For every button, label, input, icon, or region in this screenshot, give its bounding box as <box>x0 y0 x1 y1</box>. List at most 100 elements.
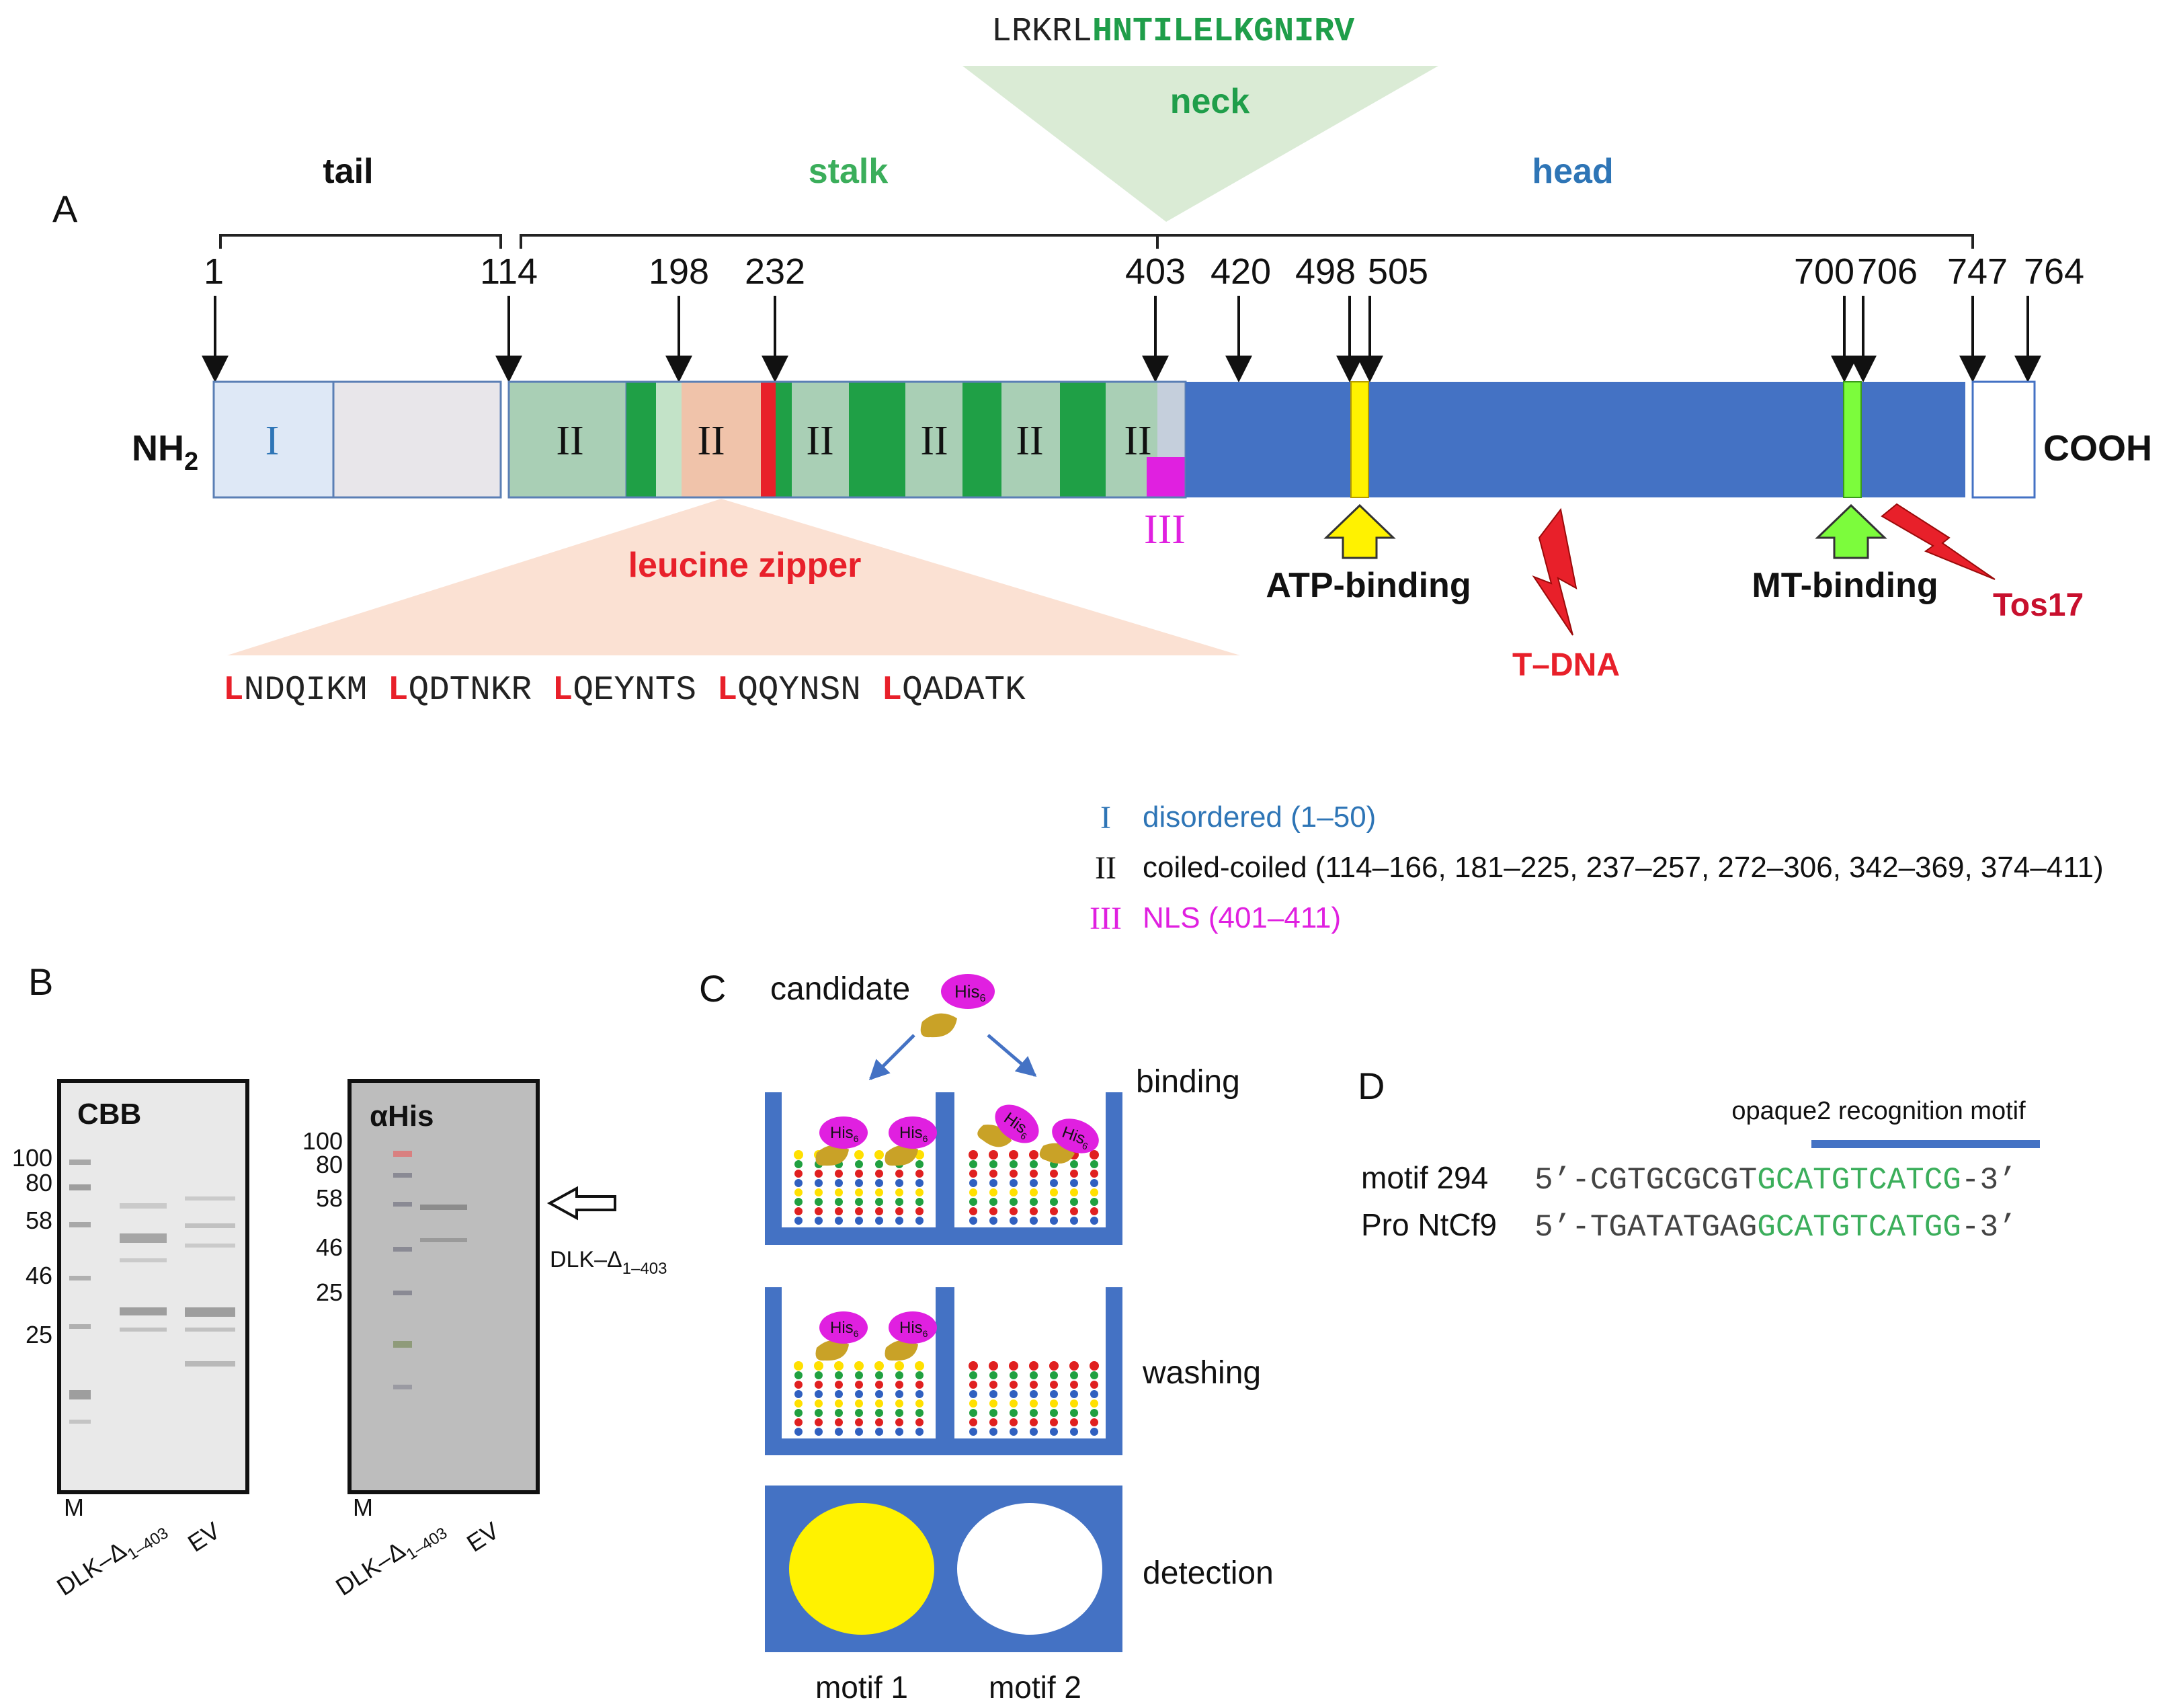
dna-base <box>855 1179 863 1187</box>
dna-base <box>1030 1179 1038 1187</box>
mt-label: MT-binding <box>1752 566 1938 605</box>
row-suffix: -3’ <box>1961 1210 2017 1245</box>
dna-base <box>895 1188 903 1196</box>
dna-base <box>855 1409 863 1417</box>
segment-stalk-dark-2 <box>776 382 792 497</box>
dna-base <box>815 1418 823 1426</box>
dna-base <box>815 1170 823 1178</box>
cbb-lane-dlk: DLK–Δ1–403 <box>52 1512 171 1606</box>
dna-base <box>969 1179 977 1187</box>
lz-rest-5: QADATK <box>902 672 1026 710</box>
dna-base <box>815 1188 823 1196</box>
his-marker-band <box>393 1385 412 1389</box>
legend-item-nls: III NLS (401–411) <box>1090 901 1341 936</box>
region-brackets <box>219 234 1974 249</box>
head-bracket <box>1157 234 1974 249</box>
dna-strand <box>814 1361 823 1436</box>
dna-base <box>1030 1418 1038 1426</box>
row-sequence: 5’-TGATATGAGGCATGTCATGG-3’ <box>1534 1210 2017 1245</box>
his-protein-icon: His6 <box>1039 1119 1099 1164</box>
dna-base <box>1070 1409 1078 1417</box>
dna-base <box>794 1418 803 1426</box>
dna-base <box>1070 1160 1078 1168</box>
dna-base <box>989 1399 997 1408</box>
pos-403: 403 <box>1125 251 1186 292</box>
dna-strand <box>874 1150 884 1225</box>
legend-text-III: NLS (401–411) <box>1143 901 1341 934</box>
motif1-label: motif 1 <box>815 1670 908 1705</box>
dna-strand <box>915 1361 924 1436</box>
dna-base <box>1090 1170 1098 1178</box>
numeral-III: III <box>1144 507 1186 553</box>
dna-base <box>1010 1399 1018 1408</box>
legend-item-coiled-coil: II coiled-coiled (114–166, 181–225, 237–… <box>1095 850 2104 886</box>
dna-base <box>854 1150 864 1160</box>
pos-1: 1 <box>204 251 224 292</box>
dna-base <box>915 1217 924 1225</box>
dna-base <box>875 1207 883 1215</box>
mt-binding-marker: MT-binding <box>1752 503 1938 605</box>
tos17-marker: Tos17 <box>1881 503 2084 623</box>
dna-base <box>835 1371 843 1379</box>
dna-base <box>815 1217 823 1225</box>
dna-base <box>989 1188 997 1196</box>
his-lane-dlk-sub: 1–403 <box>403 1524 451 1563</box>
lz-rest-1: NDQIKM <box>244 672 368 710</box>
split-arrow-left <box>868 1034 915 1081</box>
dna-base <box>1090 1198 1098 1206</box>
detection-well-motif2 <box>957 1503 1102 1635</box>
dna-base <box>855 1428 863 1436</box>
dna-base <box>969 1150 978 1160</box>
dna-base <box>915 1371 924 1379</box>
dna-base <box>915 1361 924 1371</box>
dna-base <box>1030 1198 1038 1206</box>
cbb-gel: CBB <box>12 1079 249 1606</box>
his-marker-label: 25 <box>316 1278 343 1306</box>
protein-bar: NH2 COOH <box>132 380 2152 553</box>
dna-base <box>855 1170 863 1178</box>
dna-base <box>915 1418 924 1426</box>
dna-base <box>1010 1371 1018 1379</box>
his-marker-label: 100 <box>302 1127 343 1155</box>
lz-gap-3 <box>696 672 717 710</box>
his-protein-icon: His6 <box>885 1116 937 1166</box>
dna-base <box>1090 1428 1098 1436</box>
dna-base <box>1010 1217 1018 1225</box>
legend-symbol-I: I <box>1100 800 1111 836</box>
detection-plate: detection <box>765 1486 1274 1652</box>
dna-strand <box>989 1150 998 1225</box>
panel-d: D opaque2 recognition motif motif 294 5’… <box>1358 1065 2040 1245</box>
dna-base <box>875 1198 883 1206</box>
numeral-II-2: II <box>697 418 725 464</box>
lz-rest-4: QQYNSN <box>737 672 861 710</box>
dna-base <box>835 1390 843 1398</box>
lz-lead-4: L <box>717 672 738 710</box>
dna-base <box>855 1160 863 1168</box>
dna-base <box>1050 1217 1058 1225</box>
cbb-marker-label: 80 <box>26 1169 52 1196</box>
dna-base <box>855 1207 863 1215</box>
dna-base <box>875 1428 883 1436</box>
segment-mt-site <box>1843 381 1862 498</box>
cbb-marker-band <box>69 1324 91 1329</box>
dna-base <box>915 1207 924 1215</box>
segment-stalk-dark-3 <box>849 382 905 497</box>
dna-base <box>835 1409 843 1417</box>
dna-base <box>1010 1381 1018 1389</box>
dna-base <box>1010 1170 1018 1178</box>
dna-base <box>815 1179 823 1187</box>
dna-base <box>815 1198 823 1206</box>
numeral-II-6: II <box>1124 418 1151 464</box>
dna-base <box>969 1409 977 1417</box>
position-numbers: 1 114 198 232 403 420 498 505 700 706 74… <box>204 251 2084 292</box>
dna-base <box>915 1170 924 1178</box>
lz-lead-1: L <box>223 672 244 710</box>
panel-a: A LRKRLHNTILELKGNIRV neck tail stalk hea… <box>52 13 2152 936</box>
dna-base <box>915 1381 924 1389</box>
domain-legend: I disordered (1–50) II coiled-coiled (11… <box>1090 800 2104 936</box>
head-label: head <box>1532 152 1613 191</box>
dna-base <box>1070 1188 1078 1196</box>
dna-base <box>895 1428 903 1436</box>
lz-gap-1 <box>367 672 388 710</box>
his-protein-icon: His6 <box>885 1311 937 1361</box>
